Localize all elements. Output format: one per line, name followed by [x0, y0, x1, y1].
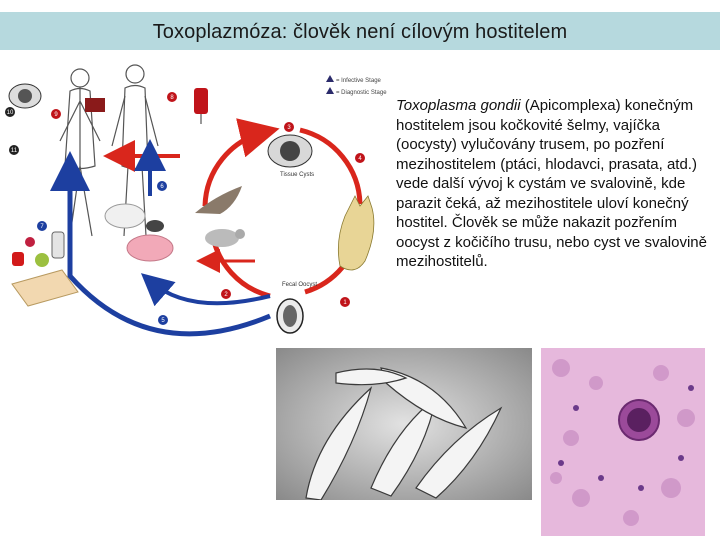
svg-text:3: 3 — [287, 125, 291, 131]
heart-icon — [85, 98, 105, 112]
muscle-cyst-icon — [146, 220, 164, 232]
oocyst-icon — [276, 298, 304, 334]
svg-text:11: 11 — [11, 148, 18, 154]
step-7 — [37, 221, 47, 231]
svg-text:10: 10 — [7, 110, 14, 116]
svg-text:1: 1 — [343, 300, 347, 306]
cat-icon — [337, 195, 375, 271]
blood-bag-icon — [194, 88, 208, 124]
step-4 — [355, 153, 365, 163]
svg-text:8: 8 — [170, 95, 174, 101]
lifecycle-diagram: = Infective Stage = Diagnostic Stage Tis… — [0, 56, 395, 356]
blue-arrow-human — [50, 151, 271, 337]
svg-text:2: 2 — [224, 292, 228, 298]
step-8 — [167, 92, 177, 102]
step-11 — [9, 145, 19, 155]
diagnostic-stage-icon — [326, 87, 334, 94]
label-tissue-cysts: Tissue Cysts — [280, 172, 314, 178]
svg-text:5: 5 — [161, 318, 165, 324]
mouse-icon — [205, 229, 245, 247]
step-6 — [157, 181, 167, 191]
step-2 — [221, 289, 231, 299]
blue-arrow-food — [140, 273, 271, 307]
step-5 — [158, 315, 168, 325]
title-bar — [0, 12, 720, 50]
species-name: Toxoplasma gondii — [396, 97, 521, 114]
svg-text:4: 4 — [358, 156, 362, 162]
step-1 — [340, 297, 350, 307]
infective-stage-icon — [326, 75, 334, 82]
lifecycle-svg: = Infective Stage = Diagnostic Stage Tis… — [5, 64, 387, 337]
histology-image — [541, 348, 705, 536]
legend-diagnostic: = Diagnostic Stage — [336, 90, 387, 96]
pig-icon — [126, 234, 174, 262]
legend: = Infective Stage = Diagnostic Stage — [326, 75, 387, 96]
svg-text:7: 7 — [40, 224, 44, 230]
legend-infective: = Infective Stage — [336, 78, 382, 84]
step-10 — [5, 107, 15, 117]
svg-text:9: 9 — [54, 112, 58, 118]
svg-text:6: 6 — [160, 184, 164, 190]
litter-box-icon — [11, 269, 79, 307]
sheep-icon — [104, 203, 146, 229]
label-fecal-oocyst: Fecal Oocyst — [282, 282, 317, 288]
slide-title: Toxoplazmóza: člověk není cílovým hostit… — [152, 21, 568, 43]
tissue-cyst-icon — [267, 134, 313, 168]
step-3 — [284, 122, 294, 132]
description: Toxoplasma gondii (Apicomplexa) konečným… — [396, 96, 716, 272]
tachyzoite-micrograph — [276, 348, 532, 500]
step-9 — [51, 109, 61, 119]
step-badges: 1 2 3 4 5 6 7 8 9 10 11 — [5, 92, 365, 325]
produce-icon — [12, 237, 49, 267]
water-glass-icon — [51, 231, 65, 259]
bird-icon — [195, 186, 242, 214]
description-body: (Apicomplexa) konečným hostitelem jsou k… — [396, 97, 707, 270]
